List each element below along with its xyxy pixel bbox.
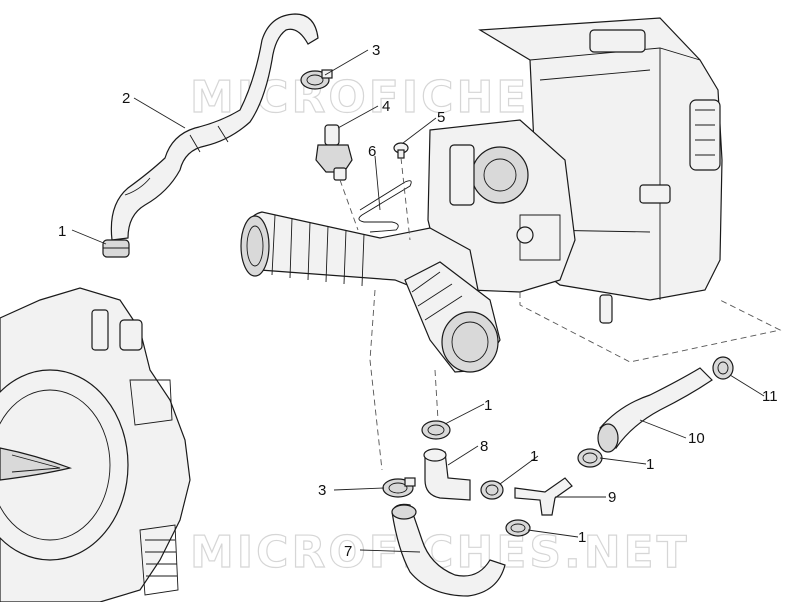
callout-5: 5	[437, 109, 445, 126]
clamp-3-lower	[382, 477, 416, 498]
leader-lines	[71, 49, 765, 553]
spring-clip-6	[358, 180, 412, 233]
callout-11: 11	[762, 388, 778, 405]
callout-1-right: 1	[646, 456, 654, 473]
hose-7	[391, 503, 506, 597]
hose-10	[597, 367, 713, 453]
screw-5	[393, 142, 409, 159]
callout-2: 2	[122, 90, 130, 107]
callout-6: 6	[368, 143, 376, 160]
callout-labels: 1 2 3 4 5 6 1 8 1 1 10 11 3 9 1 7	[58, 42, 778, 560]
callout-8: 8	[480, 438, 488, 455]
hose-2	[110, 13, 319, 241]
elbow-fitting-8	[423, 448, 471, 501]
clamp-11	[712, 356, 734, 380]
engine-cover	[0, 287, 191, 602]
callout-10: 10	[688, 430, 705, 447]
clamp-1-right-of-8	[480, 480, 504, 500]
alignment-dash-center	[434, 369, 439, 421]
clamp-3-upper	[300, 69, 333, 90]
callout-1-right-of-8: 1	[530, 448, 538, 465]
callout-4: 4	[382, 98, 390, 115]
callout-3-upper: 3	[372, 42, 380, 59]
alignment-dash-4	[339, 179, 359, 231]
clamp-1-right	[577, 448, 603, 468]
clamp-1-upper	[102, 239, 130, 258]
alignment-dash-left	[369, 289, 383, 471]
clamp-1-middle	[421, 420, 451, 440]
callout-1-upper-left: 1	[58, 223, 66, 240]
tee-fitting-9	[514, 477, 573, 516]
alignment-dash-right	[519, 292, 782, 363]
callout-7: 7	[344, 543, 352, 560]
callout-9: 9	[608, 489, 616, 506]
callout-1-middle: 1	[484, 397, 492, 414]
breather-valve-4	[315, 124, 353, 181]
alignment-dash-5	[400, 157, 411, 241]
clamp-1-lower	[505, 519, 531, 537]
duct-elbow	[404, 261, 501, 373]
callout-1-lower: 1	[578, 529, 586, 546]
callout-3-lower: 3	[318, 482, 326, 499]
